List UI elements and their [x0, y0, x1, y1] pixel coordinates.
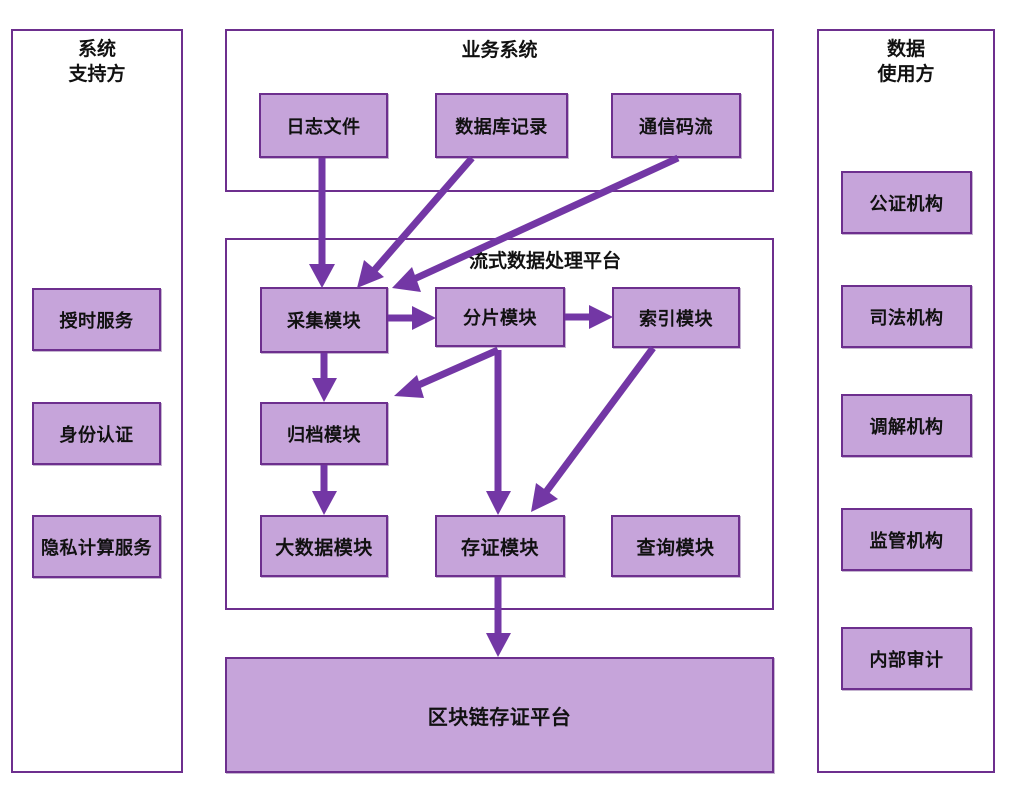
node-label: 授时服务	[59, 310, 134, 332]
node-tongxin-maliu[interactable]: 通信码流	[611, 93, 741, 158]
node-yinsi-jisuan-fuwu[interactable]: 隐私计算服务	[32, 515, 161, 578]
node-cunzheng-mokuai[interactable]: 存证模块	[435, 515, 565, 577]
node-label: 内部审计	[869, 649, 944, 671]
node-label: 公证机构	[869, 193, 944, 215]
node-label: 司法机构	[869, 307, 944, 329]
panel-system-supporter	[11, 29, 183, 773]
node-jianguan-jigou[interactable]: 监管机构	[841, 508, 972, 571]
node-fenpian-mokuai[interactable]: 分片模块	[435, 287, 565, 347]
panel-stream-platform-title: 流式数据处理平台	[468, 250, 621, 272]
node-shujuku-jilu[interactable]: 数据库记录	[435, 93, 568, 158]
node-neibu-shenji[interactable]: 内部审计	[841, 627, 972, 690]
node-rizhi-wenjian[interactable]: 日志文件	[259, 93, 388, 158]
node-label: 分片模块	[463, 308, 537, 329]
node-label: 隐私计算服务	[41, 537, 152, 559]
node-guidang-mokuai[interactable]: 归档模块	[260, 402, 388, 465]
node-label: 调解机构	[869, 416, 944, 438]
node-label: 区块链存证平台	[427, 704, 572, 729]
node-label: 采集模块	[287, 311, 361, 332]
panel-system-supporter-title: 系统 支持方	[68, 38, 126, 85]
node-label: 大数据模块	[275, 536, 373, 559]
node-gongzheng-jigou[interactable]: 公证机构	[841, 171, 972, 234]
node-label: 日志文件	[286, 116, 361, 138]
node-label: 通信码流	[639, 116, 713, 138]
node-shoushi-fuwu[interactable]: 授时服务	[32, 288, 161, 351]
node-label: 监管机构	[869, 530, 944, 552]
node-tiaojie-jigou[interactable]: 调解机构	[841, 394, 972, 457]
node-label: 查询模块	[636, 536, 715, 559]
node-label: 身份认证	[59, 424, 134, 446]
node-label: 存证模块	[460, 536, 539, 559]
node-blockchain-platform[interactable]: 区块链存证平台	[225, 657, 774, 773]
node-sifa-jigou[interactable]: 司法机构	[841, 285, 972, 348]
node-label: 索引模块	[639, 308, 713, 330]
node-label: 数据库记录	[455, 116, 548, 138]
node-chaxun-mokuai[interactable]: 查询模块	[611, 515, 740, 577]
panel-business-system-title: 业务系统	[461, 39, 538, 61]
node-dashuju-mokuai[interactable]: 大数据模块	[260, 515, 388, 577]
node-shenfen-renzheng[interactable]: 身份认证	[32, 402, 161, 465]
node-suoyin-mokuai[interactable]: 索引模块	[612, 287, 740, 348]
node-caiji-mokuai[interactable]: 采集模块	[260, 287, 388, 353]
panel-data-consumer-title: 数据 使用方	[877, 38, 935, 85]
node-label: 归档模块	[287, 424, 361, 446]
